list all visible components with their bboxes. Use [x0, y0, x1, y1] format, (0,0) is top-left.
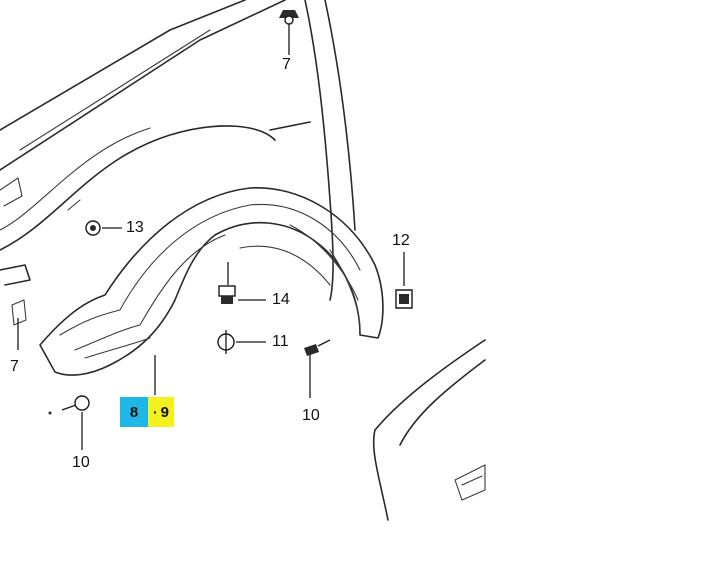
callout-7-top: 7: [282, 56, 291, 73]
callout-14: 14: [272, 291, 290, 308]
callout-10-bottom: 10: [72, 454, 90, 471]
door-panel-outline: [372, 339, 486, 521]
clip-part-13: [85, 220, 101, 236]
clip-part-14: [218, 285, 236, 304]
callout-10-right: 10: [302, 407, 320, 424]
highlight-label-part-9[interactable]: · 9: [148, 397, 174, 427]
fender-body-outline: [0, 0, 356, 326]
label-separator: ·: [152, 404, 158, 420]
highlight-label-part-8[interactable]: 8: [120, 397, 148, 427]
callout-11: 11: [272, 333, 289, 350]
callout-12: 12: [392, 232, 410, 249]
clip-part-12: [395, 289, 413, 309]
label-part-9-text: 9: [160, 403, 169, 421]
screw-part-10-bottom: [48, 395, 90, 415]
callout-7-left: 7: [10, 358, 19, 375]
fender-liner: [39, 187, 384, 376]
callout-13: 13: [126, 219, 144, 236]
clip-part-7-top: [279, 10, 299, 25]
screw-part-11: [217, 330, 235, 354]
leader-lines: [17, 22, 405, 450]
screw-part-10-right: [304, 339, 331, 356]
